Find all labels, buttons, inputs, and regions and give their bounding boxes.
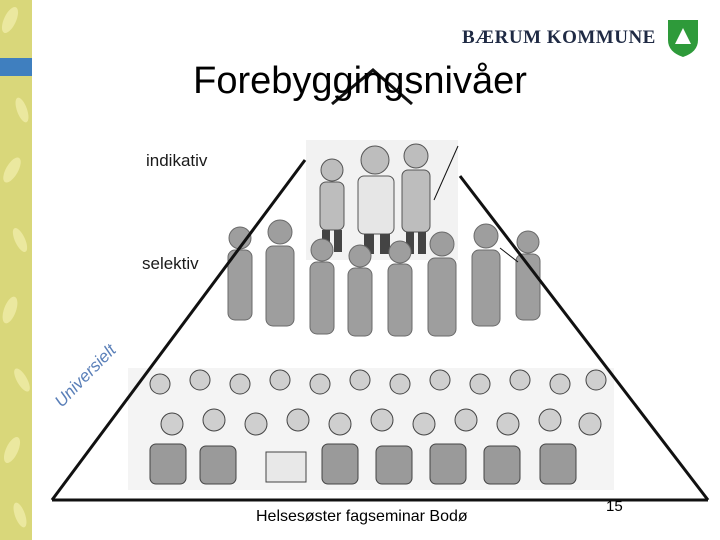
youth-group-illustration — [227, 219, 541, 337]
side-accent-bar — [0, 58, 32, 76]
shield-icon — [667, 20, 698, 57]
level-label-indikativ: indikativ — [146, 151, 208, 170]
leaf-pattern — [1, 7, 30, 528]
page-number: 15 — [606, 498, 623, 515]
slide-title: Forebyggingsnivåer — [193, 60, 527, 102]
level-label-selektiv: selektiv — [142, 254, 199, 273]
footer-text: Helsesøster fagseminar Bodø — [256, 508, 468, 525]
logo-text: BÆRUM KOMMUNE — [462, 27, 656, 48]
universielt-text: Universielt — [54, 340, 121, 411]
pyramid-outline — [50, 68, 710, 502]
svg-text:Universielt: Universielt — [54, 340, 121, 411]
kommune-logo: BÆRUM KOMMUNE — [462, 18, 700, 58]
level-label-universielt: Universielt — [54, 340, 121, 411]
children-group-illustration — [128, 368, 614, 490]
teen-group-illustration — [306, 140, 458, 260]
side-decoration-strip — [0, 0, 32, 540]
